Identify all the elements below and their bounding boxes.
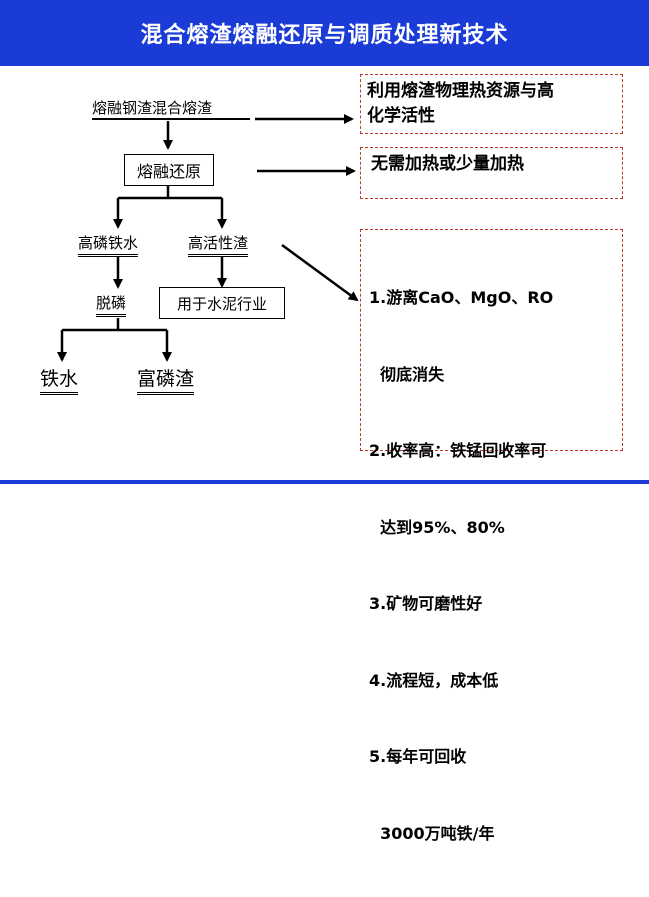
- advantage-line: 4.流程短，成本低: [369, 670, 499, 690]
- advantage-line: 3.矿物可磨性好: [369, 594, 483, 613]
- slide: 混合熔渣熔融还原与调质处理新技术 熔融钢渣混合熔渣: [0, 0, 649, 843]
- slide-title: 混合熔渣熔融还原与调质处理新技术: [140, 23, 509, 48]
- iron-output-label: 铁水: [40, 364, 79, 395]
- title-bar: 混合熔渣熔融还原与调质处理新技术: [0, 0, 649, 66]
- cement-label: 用于水泥行业: [176, 294, 267, 313]
- advantage-line: 5.每年可回收: [369, 747, 467, 766]
- reduction-label: 熔融还原: [136, 162, 201, 181]
- advantage-line: 达到95%、80%: [369, 517, 505, 537]
- advantage-line: 1.游离CaO、MgO、RO: [369, 288, 554, 307]
- advantage-line: 彻底消失: [369, 364, 445, 384]
- heat-note-line-1: 利用熔渣物理热资源与高: [367, 81, 554, 101]
- flow-connectors: [57, 114, 359, 362]
- heat-resource-note: 利用熔渣物理热资源与高 化学活性: [360, 74, 623, 134]
- p-slag-output-label: 富磷渣: [137, 364, 195, 395]
- cement-box: 用于水泥行业: [159, 287, 285, 319]
- advantages-note: 1.游离CaO、MgO、RO 彻底消失 2.收率高：铁锰回收率可 达到95%、8…: [360, 229, 623, 843]
- advantage-line: 2.收率高：铁锰回收率可: [369, 441, 547, 460]
- dephos-label: 脱磷: [96, 292, 127, 317]
- high-p-iron-label: 高磷铁水: [78, 232, 139, 257]
- no-heating-text: 无需加热或少量加热: [371, 154, 524, 174]
- advantage-line: 3000万吨铁/年: [369, 823, 495, 843]
- heat-note-line-2: 化学活性: [367, 106, 435, 126]
- bottom-rule: [0, 480, 649, 484]
- no-heating-note: 无需加热或少量加热: [360, 147, 623, 199]
- active-slag-label: 高活性渣: [188, 232, 249, 257]
- arrow-to-advantages: [281, 243, 359, 302]
- source-label: 熔融钢渣混合熔渣: [92, 99, 213, 117]
- reduction-box: 熔融还原: [124, 154, 214, 186]
